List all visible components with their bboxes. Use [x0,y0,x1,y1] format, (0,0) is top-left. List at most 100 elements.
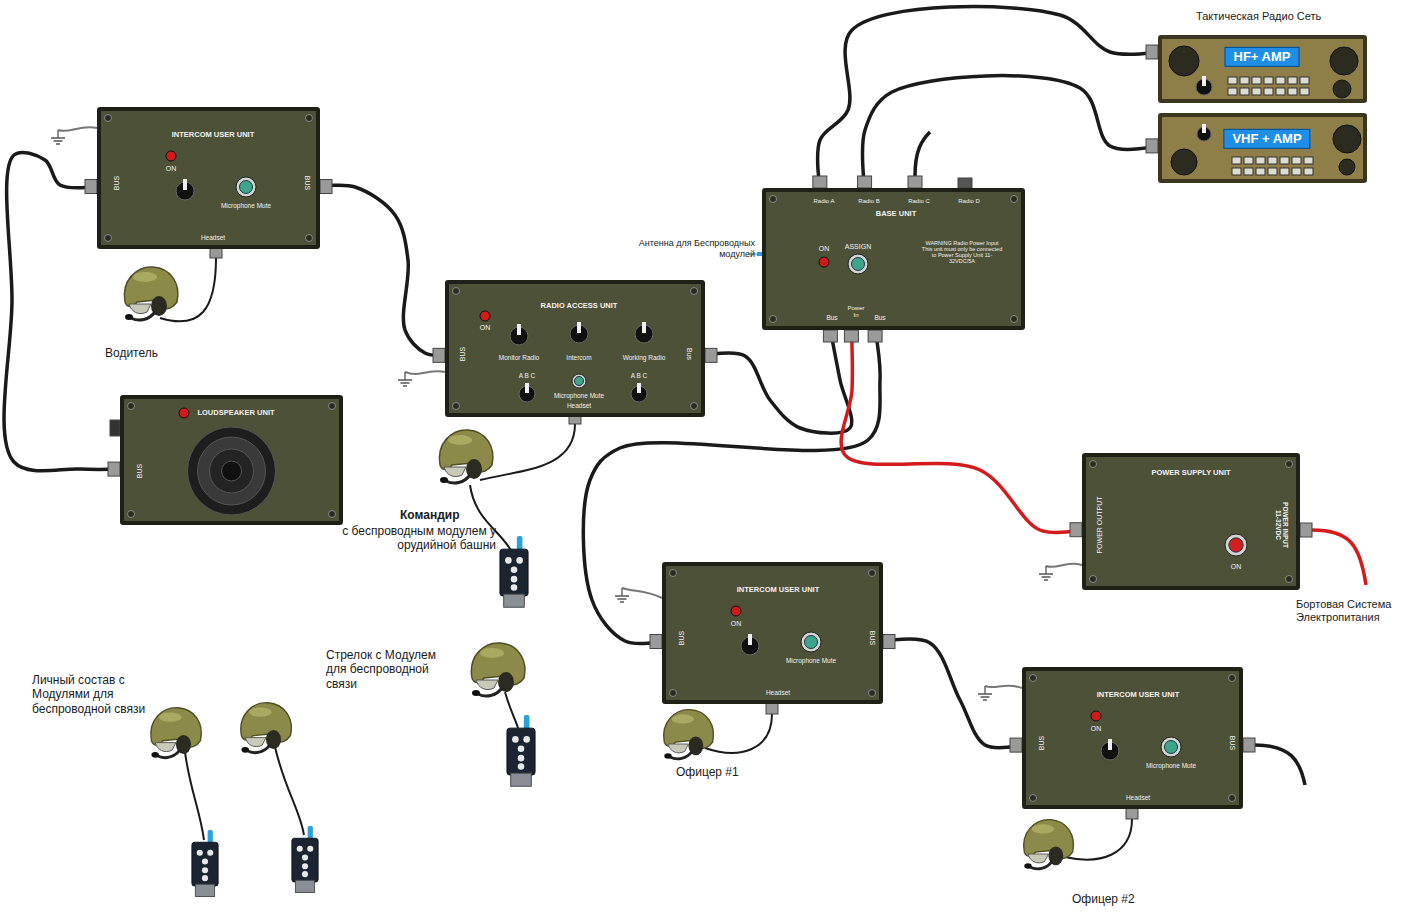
equipment-unit: INTERCOM USER UNIT ON BUS BUS Microphone Mut… [97,107,320,249]
connector-plug [883,635,895,649]
connector-plug [320,180,332,194]
panel-label: BASE UNIT [876,210,916,218]
caption-label: Офицер #1 [676,765,739,779]
radio-socket [1171,149,1197,175]
helmet [151,708,201,758]
screw [306,115,313,122]
cable-group [813,7,1158,188]
radio-set: VHF + AMP [1158,113,1367,183]
key-button [1304,157,1313,164]
panel-label: Radio C [908,198,930,205]
key-button [1228,77,1237,84]
key-button [1280,157,1289,164]
key-button [1300,77,1309,84]
panel-label: BUS [303,176,311,190]
key-button [1252,77,1261,84]
headset-cable [480,424,575,480]
ground-symbol [615,588,629,602]
key-button [1264,77,1273,84]
connector-plug [1243,738,1255,752]
helmet [439,430,492,483]
key-button [1304,168,1313,175]
panel-label: ON [166,165,177,173]
headset-cable [1065,819,1132,860]
screw [105,115,112,122]
headset-cable [505,692,518,728]
panel-label: Intercom [566,354,591,361]
panel-label: BUS [113,176,121,190]
connector-plug [108,462,120,476]
screw [691,403,698,410]
panel-label: BUS [678,631,686,645]
connector-plug [85,180,97,194]
connector-plug [823,330,837,342]
speaker-cone [198,437,266,505]
dangling-cable [1312,530,1366,585]
knob-pointer [517,324,521,335]
screw [1090,461,1097,468]
helmet [471,643,524,696]
knob-pointer [183,179,187,190]
ground-wire [985,686,1022,688]
headset-cable [185,752,204,840]
connector-plug [110,176,1312,752]
bus-cable [818,7,1158,188]
equipment-unit: RADIO ACCESS UNITONBUSMonitor RadioInter… [445,280,705,417]
knob-pointer [637,383,641,393]
equipment-unit: INTERCOM USER UNITONBUSBUSMicrophone Mut… [662,562,883,704]
panel-label: Microphone Mute [221,202,271,209]
panel-label: ASSIGN [845,243,871,251]
push-button [1161,737,1181,757]
wireless-module [192,536,535,897]
connector-plug [1146,139,1158,153]
wireless-module [192,830,218,897]
panel-label: Headset [1126,794,1150,801]
headset-jack [210,247,1138,819]
panel-label: Working Radio [623,354,666,361]
panel-label: ON [819,245,830,253]
connector-plug [433,348,445,362]
panel-label: BUS [136,464,144,478]
dangling-cable [915,132,930,176]
screw [306,235,313,242]
display-text: HF+ AMP [1225,47,1300,67]
screw [770,196,777,203]
panel-label: INTERCOM USER UNIT [737,586,820,594]
key-button [1232,168,1241,175]
panel-label: Power In [845,305,867,318]
panel-label: Microphone Mute [1146,762,1196,769]
headset-cable [160,258,1132,860]
connector-plug [958,178,972,188]
equipment-unit: Radio ARadio BRadio CRadio DBASE UNITONA… [762,188,1025,330]
connector-plug [868,330,882,342]
panel-label: BUS [1038,736,1046,750]
ground-wire [1046,564,1082,567]
key-button [1292,157,1301,164]
knob-pointer [1202,124,1206,133]
screw [128,403,135,410]
cable-group [320,180,445,363]
panel-label: Bus [685,348,693,360]
push-button [848,254,868,274]
panel-label: Monitor Radio [499,354,539,361]
screw [105,235,112,242]
key-button [1276,77,1285,84]
key-button [1244,157,1253,164]
radio-socket [1333,125,1361,153]
screw [1229,795,1236,802]
headset-jack [1126,808,1138,819]
radio-socket [1169,46,1199,76]
panel-label: A B C [519,372,536,379]
screw [1286,576,1293,583]
screw [1030,795,1037,802]
connector-plug [813,176,827,188]
caption-label: Командир [400,508,459,522]
key-button [1288,77,1297,84]
wireless-module [292,826,318,893]
bus-cable [863,76,1158,188]
key-button [1288,88,1297,95]
cable-group [841,330,1082,537]
screw [1011,316,1018,323]
key-button [1228,88,1237,95]
panel-label: INTERCOM USER UNIT [172,131,255,139]
